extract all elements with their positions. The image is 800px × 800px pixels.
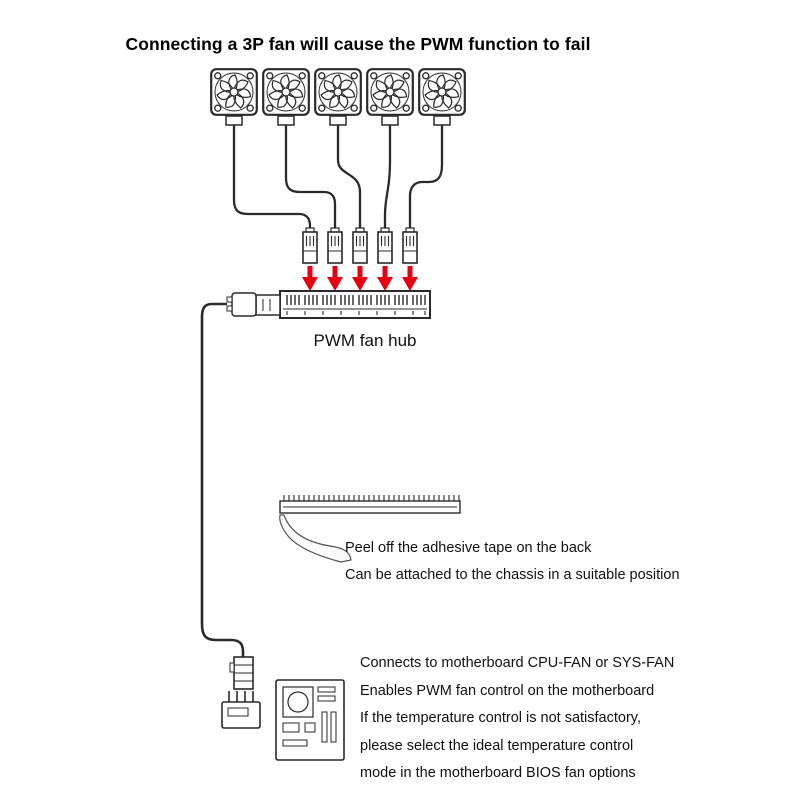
fan-wires bbox=[225, 115, 451, 232]
down-arrow-icon bbox=[302, 266, 318, 291]
motherboard-note-line3: If the temperature control is not satisf… bbox=[360, 710, 641, 726]
down-arrow-icon bbox=[402, 266, 418, 291]
fan-header-icon bbox=[221, 691, 261, 729]
fan-icon bbox=[262, 68, 310, 116]
fan-icon bbox=[418, 68, 466, 116]
motherboard-note-line5: mode in the motherboard BIOS fan options bbox=[360, 765, 636, 781]
motherboard-icon bbox=[275, 679, 345, 761]
down-arrow-icon bbox=[377, 266, 393, 291]
four-pin-connector-icon bbox=[377, 227, 393, 264]
fan-icon bbox=[210, 68, 258, 116]
adhesive-note-line2: Can be attached to the chassis in a suit… bbox=[345, 567, 680, 583]
fan-wire bbox=[225, 115, 312, 232]
four-pin-connector-icon bbox=[302, 227, 318, 264]
hub-cable bbox=[200, 302, 245, 657]
down-arrow-icon bbox=[327, 266, 343, 291]
connector-row bbox=[302, 227, 418, 264]
fan-icon bbox=[366, 68, 414, 116]
down-arrow-icon bbox=[352, 266, 368, 291]
adhesive-tape-icon bbox=[279, 514, 352, 563]
four-pin-connector-icon bbox=[327, 227, 343, 264]
hub-plug-icon bbox=[226, 292, 281, 317]
adhesive-strip-icon bbox=[279, 494, 461, 514]
motherboard-note-line2: Enables PWM fan control on the motherboa… bbox=[360, 682, 655, 699]
pwm-fan-hub-icon bbox=[279, 290, 431, 319]
fan-wire bbox=[408, 115, 451, 232]
arrow-row bbox=[302, 266, 418, 291]
fan-icon bbox=[314, 68, 362, 116]
fan-wire bbox=[329, 115, 362, 232]
fan-wire bbox=[277, 115, 337, 232]
hub-label: PWM fan hub bbox=[313, 331, 417, 350]
adhesive-note-line1: Peel off the adhesive tape on the back bbox=[345, 540, 592, 556]
page-title: Connecting a 3P fan will cause the PWM f… bbox=[125, 34, 591, 54]
fan-row bbox=[210, 68, 466, 116]
fan-wire bbox=[381, 115, 399, 232]
motherboard-note-line4: please select the ideal temperature cont… bbox=[360, 737, 634, 754]
motherboard-note: Connects to motherboard CPU-FAN or SYS-F… bbox=[360, 650, 674, 788]
motherboard-note-line1: Connects to motherboard CPU-FAN or SYS-F… bbox=[360, 655, 675, 671]
four-pin-connector-icon bbox=[352, 227, 368, 264]
cable-connector-icon bbox=[229, 656, 254, 690]
four-pin-connector-icon bbox=[402, 227, 418, 264]
